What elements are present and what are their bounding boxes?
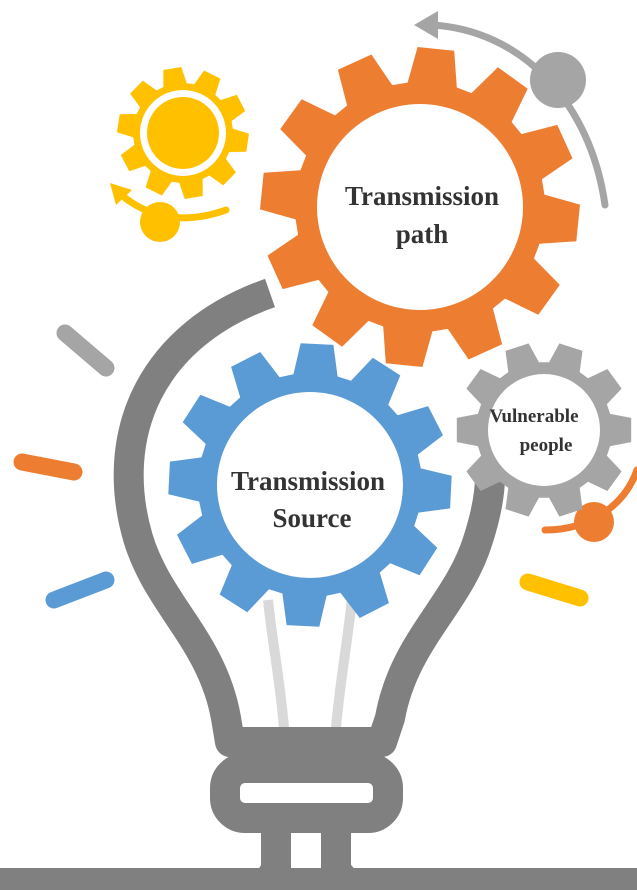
gear-vulnerable-label-line1: Vulnerable bbox=[489, 406, 578, 427]
gear-source-label-line1: Transmission bbox=[231, 466, 385, 496]
ray-yellow bbox=[519, 573, 589, 607]
sun-core bbox=[147, 97, 219, 169]
ray-gray bbox=[56, 324, 115, 377]
sun-icon bbox=[117, 67, 249, 199]
light-rays bbox=[13, 324, 589, 609]
gear-source-label-line2: Source bbox=[273, 503, 352, 533]
bulb-outline bbox=[113, 278, 505, 757]
gear-icon bbox=[456, 343, 632, 517]
ray-orange bbox=[13, 453, 83, 481]
bulb-base bbox=[210, 753, 403, 833]
rotation-arrows bbox=[110, 11, 637, 542]
filament-right bbox=[331, 597, 357, 729]
arrow-knob-gray bbox=[530, 52, 586, 108]
filament-left bbox=[263, 599, 289, 729]
gear-icon bbox=[168, 343, 452, 627]
ray-blue bbox=[45, 571, 115, 609]
arrow-knob-yellow bbox=[140, 202, 180, 242]
gear-vulnerable-label-line2: people bbox=[520, 435, 573, 456]
arrow-head-gray bbox=[414, 11, 438, 39]
filaments bbox=[263, 597, 357, 729]
ground-line bbox=[0, 868, 637, 890]
rotation-arrow-icon bbox=[428, 21, 609, 209]
arrow-head-yellow bbox=[110, 183, 132, 205]
gear-path-label-line1: Transmission bbox=[345, 181, 499, 211]
gear-path-label-line2: path bbox=[396, 219, 449, 249]
gear-icon bbox=[260, 47, 580, 367]
arrow-knob-orange bbox=[574, 502, 614, 542]
